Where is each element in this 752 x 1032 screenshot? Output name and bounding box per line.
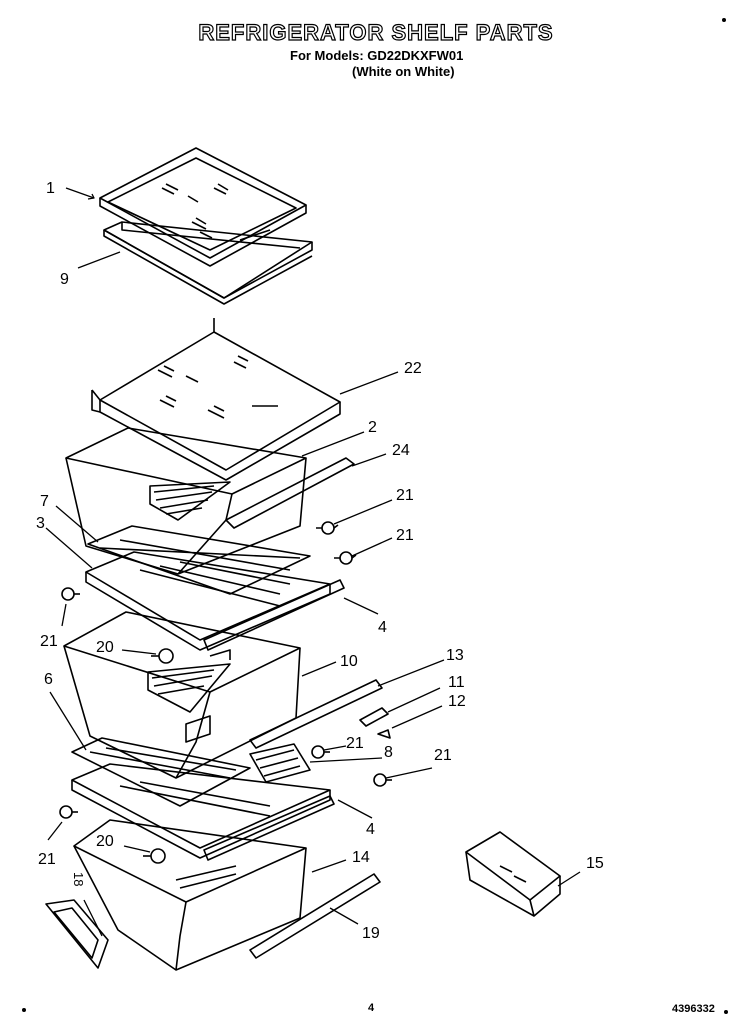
part-11-bracket xyxy=(359,707,389,727)
part-21-fastener xyxy=(59,521,392,819)
document-number: 4396332 xyxy=(672,1003,715,1015)
part-6-glass-insert xyxy=(71,737,251,807)
callout-20: 20 xyxy=(96,639,114,656)
page-title: REFRIGERATOR SHELF PARTS xyxy=(198,19,554,45)
part-24-trim xyxy=(225,457,355,529)
part-10-drawer xyxy=(63,611,301,779)
callout-21: 21 xyxy=(396,527,414,544)
part-4-rail xyxy=(203,579,345,660)
part-18-label xyxy=(45,899,109,969)
part-2-crisper-drawer xyxy=(65,427,307,575)
callout-6: 6 xyxy=(44,671,53,688)
leader-lines xyxy=(45,187,581,937)
callout-24: 24 xyxy=(392,442,410,459)
callout-2: 2 xyxy=(368,419,377,436)
part-22-crisper-cover xyxy=(91,318,341,481)
callout-19: 19 xyxy=(362,925,380,942)
part-15-bin xyxy=(465,831,561,917)
part-8-slide xyxy=(249,743,311,783)
callout-20: 20 xyxy=(96,833,114,850)
part-20-clip xyxy=(143,648,174,864)
callout-21: 21 xyxy=(346,735,364,752)
callout-4: 4 xyxy=(366,821,375,838)
callout-13: 13 xyxy=(446,647,464,664)
callout-18: 18 xyxy=(71,872,86,886)
part-9-shelf-frame xyxy=(103,221,313,305)
models-line: For Models: GD22DKXFW01 xyxy=(290,48,464,63)
callout-21: 21 xyxy=(38,851,56,868)
callout-12: 12 xyxy=(448,693,466,710)
part-7-glass-insert xyxy=(87,525,311,595)
callout-21: 21 xyxy=(396,487,414,504)
callout-21: 21 xyxy=(434,747,452,764)
callout-22: 22 xyxy=(404,360,422,377)
callout-21: 21 xyxy=(40,633,58,650)
callout-15: 15 xyxy=(586,855,604,872)
callout-1: 1 xyxy=(46,180,55,197)
corner-mark xyxy=(724,1010,728,1014)
color-line: (White on White) xyxy=(352,64,455,79)
callout-3: 3 xyxy=(36,515,45,532)
part-4-lower-frame xyxy=(71,763,335,861)
corner-mark xyxy=(22,1008,26,1012)
callout-7: 7 xyxy=(40,493,49,510)
callout-8: 8 xyxy=(384,744,393,761)
part-19-trim xyxy=(249,873,381,959)
corner-mark xyxy=(722,18,726,22)
page-number: 4 xyxy=(368,1002,375,1014)
part-12-clip xyxy=(377,729,391,739)
callout-4: 4 xyxy=(378,619,387,636)
callout-11: 11 xyxy=(448,674,465,691)
part-1-glass-shelf xyxy=(99,147,307,267)
callout-labels: 1 9 22 2 24 21 7 3 21 21 4 20 10 13 6 11… xyxy=(36,180,604,942)
part-14-deli-drawer xyxy=(73,819,307,971)
callout-14: 14 xyxy=(352,849,370,866)
callout-9: 9 xyxy=(60,271,69,288)
part-13-rail xyxy=(249,679,383,749)
callout-10: 10 xyxy=(340,653,358,670)
